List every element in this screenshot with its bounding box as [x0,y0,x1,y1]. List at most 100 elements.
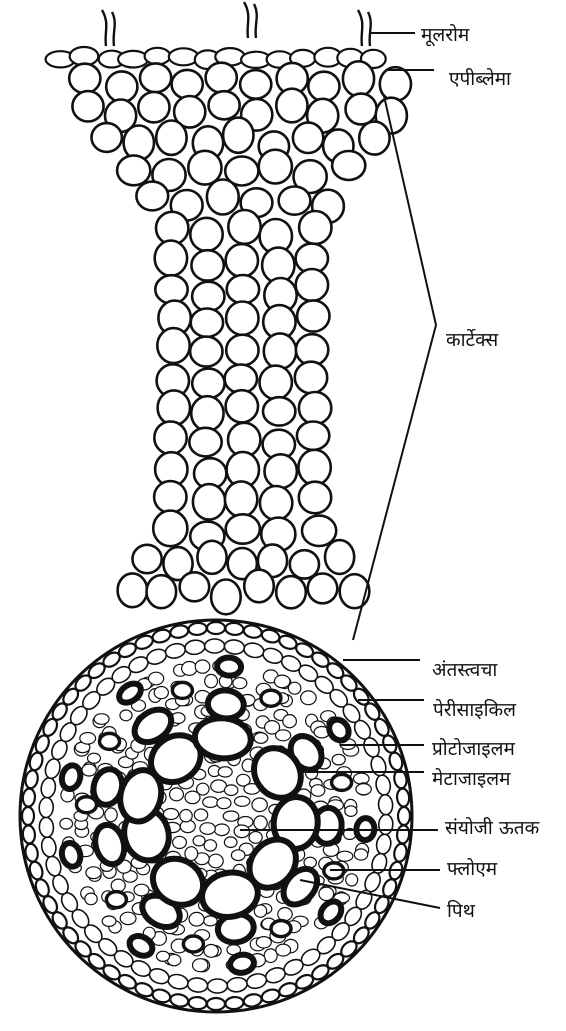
parenchyma-cell [173,836,187,848]
parenchyma-cell [120,710,132,721]
label-endodermis: अंतस्त्वचा [432,661,497,680]
label-phloem: फ्लोएम [447,860,497,879]
parenchyma-cell [332,754,345,765]
parenchyma-cell [205,674,218,687]
stele-section [20,620,412,1012]
endodermis-cell [188,622,207,636]
parenchyma-cell [194,809,207,821]
label-metaxylem: मेटाजाइलम [432,770,510,789]
cortex-cell [172,70,203,99]
parenchyma-cell [170,788,184,801]
cortex-cell [118,573,148,607]
cortex-cell [295,362,327,394]
cortex-cell [226,244,258,277]
parenchyma-cell [149,672,164,685]
cortex-cell [209,91,240,119]
xylem-vessel [193,716,252,761]
parenchyma-cell [182,662,197,676]
parenchyma-cell [278,908,292,921]
cortex-cell [298,450,330,485]
cortex-cell [133,545,162,573]
pericycle-cell [39,797,54,818]
cortex-cell [138,92,169,122]
endodermis-cell [22,825,36,844]
parenchyma-cell [94,714,109,725]
cortex-cell [240,70,271,99]
phloem-patch [172,682,192,698]
parenchyma-cell [218,767,232,777]
parenchyma-cell [225,785,238,796]
parenchyma-cell [120,912,136,924]
endodermis-cell [225,996,244,1010]
pericycle-cell [205,639,225,653]
parenchyma-cell [345,806,357,817]
parenchyma-cell [224,837,237,848]
leader-line [353,96,436,640]
cortex-cell [191,396,223,431]
cortex-cell [192,282,224,311]
cortex-cell [265,454,297,488]
parenchyma-cell [197,783,209,795]
cortex-cell [157,328,189,363]
label-protoxylem: प्रोटोजाइलम [432,740,515,759]
cortex-cell [190,337,222,367]
cortex-cell [106,71,137,102]
cortex-cell [154,421,186,454]
cortex-cell [279,187,311,215]
parenchyma-cell [311,785,325,797]
epiblema-cell [118,51,148,68]
cortex-cell [223,118,253,153]
cortex-cell [226,390,258,422]
epiblema-cell [145,48,171,65]
xylem-vessel [59,841,83,869]
root-hair [112,12,115,46]
root-hair [254,4,257,38]
endodermis-cell [207,998,225,1010]
cortex-cell [191,250,223,280]
parenchyma-cell [301,691,317,705]
parenchyma-cell [102,916,116,926]
parenchyma-cell [154,687,168,699]
parenchyma-cell [80,733,96,745]
parenchyma-cell [337,851,353,861]
parenchyma-cell [249,832,262,844]
xylem-vessel [207,689,245,720]
root-hair [358,10,362,46]
parenchyma-cell [356,784,371,795]
cortex-cell [332,151,365,180]
parenchyma-cell [283,715,297,728]
parenchyma-cell [354,773,370,784]
cortex-cell [180,572,210,601]
parenchyma-cell [288,682,300,694]
parenchyma-cell [157,951,170,961]
cortex-cell [207,180,239,215]
cortex-cell [299,482,331,514]
cortex-cell [297,300,329,331]
cortex-cell [193,484,225,519]
endodermis-cell [225,622,244,636]
label-conjunctive-tissue: संयोजी ऊतक [445,819,539,838]
cortex-cell [211,580,241,615]
parenchyma-cell [180,810,192,822]
cortex-cell [308,574,338,604]
parenchyma-cell [346,874,358,886]
phloem-patch [332,774,352,790]
parenchyma-cell [60,818,73,829]
parenchyma-cell [233,678,247,689]
parenchyma-cell [217,798,231,809]
parenchyma-cell [193,959,208,972]
parenchyma-cell [354,849,367,860]
cortex-cell [147,575,177,608]
cortex-cell [308,72,339,101]
xylem-vessel [229,953,256,975]
cortex-cell [359,122,389,155]
phloem-patch [261,690,281,706]
cortex-cell [158,390,190,425]
cortex-cell [346,94,377,125]
pericycle-cell [39,817,54,838]
phloem-patch [77,797,97,813]
root-hair [368,12,371,46]
cortex-cell [136,182,168,211]
cortex-cell [190,218,222,251]
